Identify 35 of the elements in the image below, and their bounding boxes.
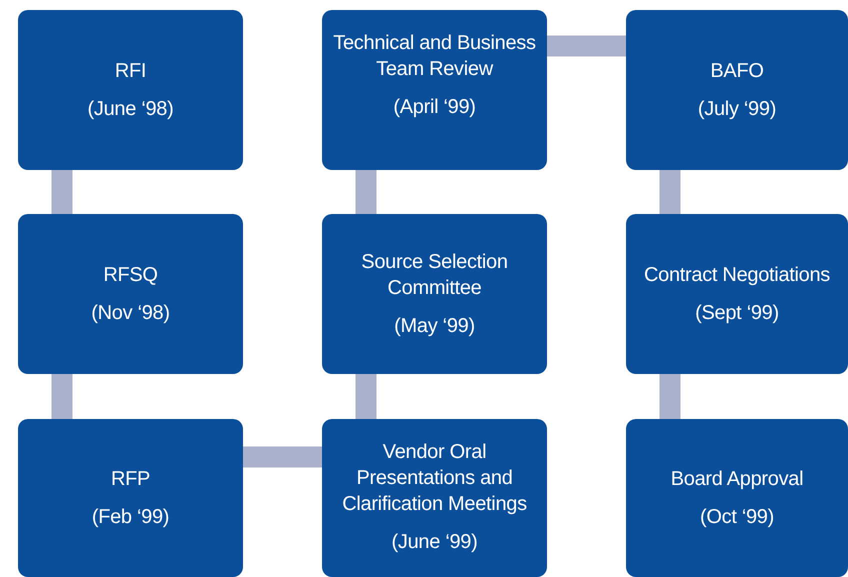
stage-box: [18, 214, 243, 374]
connector-bar: [52, 170, 72, 214]
connector-bar: [243, 446, 322, 468]
connector-bar: [52, 374, 72, 419]
stage-box: [18, 419, 243, 577]
stage-date: (June ‘98): [88, 97, 174, 122]
stage-date: (May ‘99): [394, 314, 475, 339]
stage-box: [18, 10, 243, 170]
connector-bar: [356, 170, 376, 214]
stage-date: (Sept ‘99): [695, 301, 779, 326]
stage-title: RFSQ: [103, 263, 158, 288]
stage-title: Vendor Oral Presentations and Clarification Meetings: [341, 440, 528, 517]
stage-title: RFP: [110, 467, 150, 492]
stage-title: RFI: [114, 59, 146, 84]
stage-box: [626, 10, 848, 170]
connector-bar: [660, 170, 680, 214]
stage-date: (April ‘99): [393, 95, 476, 120]
stage-title: BAFO: [710, 59, 764, 84]
stage-box: [626, 419, 848, 577]
stage-box: [322, 214, 547, 374]
stage-date: (June ‘99): [392, 530, 478, 555]
stage-box: [322, 419, 547, 577]
connector-bar: [660, 374, 680, 419]
connector-bar: [356, 374, 376, 419]
stage-box: [626, 214, 848, 374]
stage-title: Contract Negotiations: [644, 263, 830, 288]
stage-box: [322, 10, 547, 170]
stage-date: (Feb ‘99): [92, 505, 170, 530]
stage-date: (July ‘99): [698, 97, 776, 122]
stage-date: (Nov ‘98): [91, 301, 170, 326]
connector-bar: [547, 36, 626, 56]
stage-title: Technical and Business Team Review: [332, 31, 537, 82]
stage-date: (Oct ‘99): [700, 505, 774, 530]
stage-title: Board Approval: [670, 467, 804, 492]
stage-title: Source Selection Committee: [360, 250, 509, 301]
